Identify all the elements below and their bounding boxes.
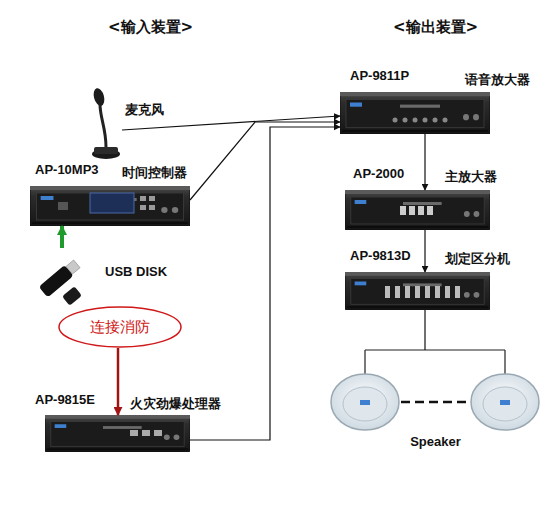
- microphone-illustration: [92, 87, 120, 159]
- device-label: Speaker: [328, 434, 543, 450]
- zone-buttons: [385, 286, 460, 298]
- processor-buttons: [130, 430, 162, 436]
- device-label: 麦克风: [125, 102, 164, 118]
- amplifier-device: [340, 92, 490, 134]
- signal-connector: [424, 230, 425, 272]
- device-box: AP-9815E火灾劲爆处理器: [45, 415, 190, 452]
- signal-connector: [190, 122, 340, 200]
- ceiling-speaker: [331, 374, 399, 430]
- timer-device: [30, 186, 190, 226]
- amplifier-knobs: [393, 118, 448, 123]
- device-caption: 时间控制器: [122, 165, 187, 181]
- device-caption: 划定区分机: [445, 251, 510, 267]
- device-box: AP-10MP3时间控制器: [30, 186, 190, 226]
- signal-connector: [60, 226, 64, 248]
- ellipse-shape: [59, 307, 181, 347]
- speaker-bracket: [365, 350, 505, 374]
- device-label: AP-9811P: [350, 68, 409, 84]
- main-amplifier-device: [345, 190, 490, 230]
- device-box: USB DISK: [38, 248, 88, 304]
- device-caption: 主放大器: [445, 169, 497, 185]
- device-label: USB DISK: [105, 264, 167, 280]
- usb-illustration: [39, 258, 82, 305]
- device-caption: 语音放大器: [465, 72, 530, 88]
- callout-ellipse: 连接消防: [58, 306, 182, 348]
- signal-connector: [424, 134, 425, 190]
- section-heading: <输出装置>: [393, 18, 478, 37]
- device-label: 连接消防: [58, 306, 182, 348]
- signal-connector: [190, 127, 340, 440]
- device-box: AP-9811P语音放大器: [340, 92, 490, 134]
- signal-connector: [117, 348, 120, 415]
- signal-connector: [122, 116, 340, 130]
- device-caption: 火灾劲爆处理器: [130, 396, 221, 412]
- timer-buttons: [58, 196, 155, 210]
- device-box: 麦克风: [88, 88, 122, 160]
- fire-processor-device: [45, 415, 190, 452]
- zone-selector-device: [345, 272, 490, 310]
- device-box: Speaker: [328, 350, 543, 430]
- ceiling-speaker: [471, 374, 539, 430]
- device-label: AP-9813D: [350, 248, 411, 264]
- device-label: AP-2000: [353, 166, 404, 182]
- section-heading: <输入装置>: [108, 18, 193, 37]
- device-box: AP-2000主放大器: [345, 190, 490, 230]
- dashed-line: [401, 401, 469, 404]
- device-label: AP-10MP3: [35, 162, 99, 178]
- device-label: AP-9815E: [35, 392, 95, 408]
- device-box: AP-9813D划定区分机: [345, 272, 490, 310]
- timer-screen: [90, 193, 134, 213]
- signal-connector: [424, 310, 425, 350]
- amplifier-meters: [400, 206, 433, 215]
